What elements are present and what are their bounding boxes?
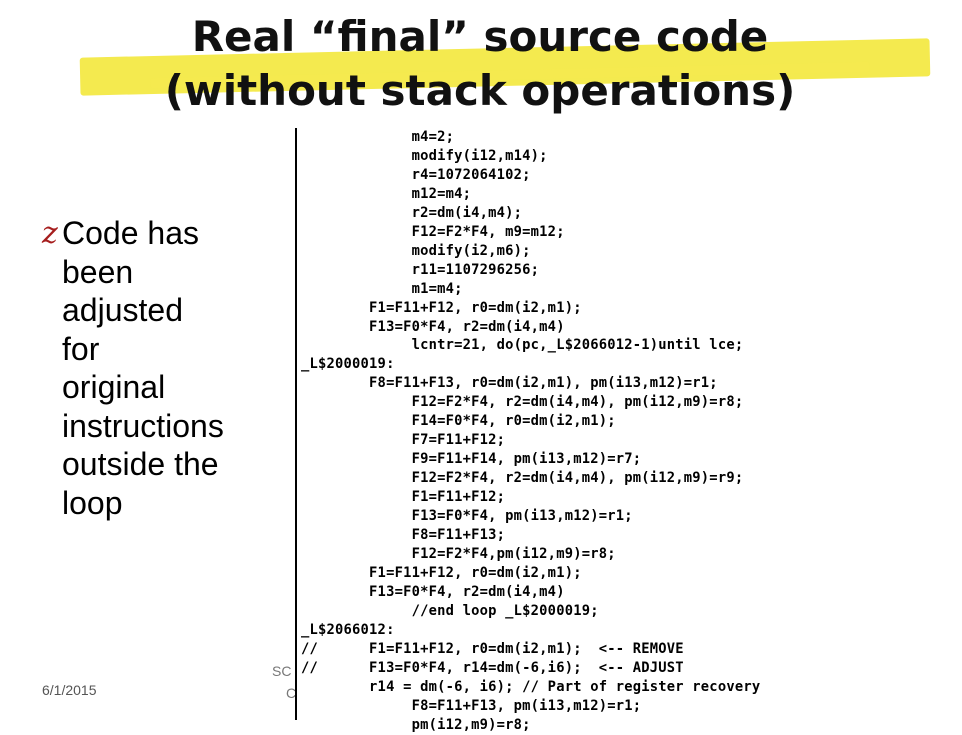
slide-title-line2: (without stack operations) [164,66,796,115]
code-line: m12=m4; [301,185,472,202]
code-line: F8=F11+F13, r0=dm(i2,m1), pm(i13,m12)=r1… [301,375,718,392]
code-screenshot-panel: m4=2; modify(i12,m14); r4=1072064102; m1… [295,128,962,733]
code-line: F8=F11+F13; [301,527,506,544]
code-line: F12=F2*F4, r2=dm(i4,m4), pm(i12,m9)=r9; [301,470,744,487]
code-line: r2=dm(i4,m4); [301,204,523,221]
code-line: r4=1072064102; [301,166,531,183]
footer-date: 6/1/2015 [42,682,97,698]
footer-fragment-line2: C [286,685,297,701]
bullet-text-line: for [62,330,100,367]
code-line: F7=F11+F12; [301,432,506,449]
code-line: r11=1107296256; [301,261,540,278]
z-bullet-icon: z [42,216,58,251]
code-line: //end loop _L$2000019; [301,602,599,619]
code-line: F12=F2*F4, r2=dm(i4,m4), pm(i12,m9)=r8; [301,394,744,411]
bullet-text-line: loop [62,484,123,521]
code-line: F12=F2*F4,pm(i12,m9)=r8; [301,545,616,562]
code-line: F13=F0*F4, r2=dm(i4,m4) [301,318,565,335]
code-line: m4=2; [301,129,455,145]
slide-title-line1: Real “final” source code [191,12,769,61]
code-line: pm(i12,m9)=r8; [301,716,531,733]
bullet-text-line: adjusted [62,292,183,328]
code-line: m1=m4; [301,280,463,297]
code-line: F14=F0*F4, r0=dm(i2,m1); [301,413,616,430]
slide-title: Real “final” source code (without stack … [0,10,960,118]
title-area: Real “final” source code (without stack … [0,0,960,135]
code-line: // F13=F0*F4, r14=dm(-6,i6); <-- ADJUST [301,659,684,676]
bullet-text-line: original [62,369,166,405]
code-line: F12=F2*F4, m9=m12; [301,223,565,240]
code-line: F9=F11+F14, pm(i13,m12)=r7; [301,451,642,468]
code-line: F8=F11+F13, pm(i13,m12)=r1; [301,697,642,714]
code-line: lcntr=21, do(pc,_L$2066012-1)until lce; [301,337,744,354]
bullet-text-line: outside the [62,446,219,482]
footer-text-fragment: SC C [272,660,296,704]
code-line: F1=F11+F12; [301,489,506,506]
bullet-text-line: Code has [62,215,199,251]
code-line: // F1=F11+F12, r0=dm(i2,m1); <-- REMOVE [301,640,684,657]
footer-fragment-line1: SC [272,663,292,679]
bullet-text-line: instructions [62,407,224,444]
code-line: _L$2066012: [301,621,395,638]
code-line: F1=F11+F12, r0=dm(i2,m1); [301,299,582,316]
code-line: modify(i2,m6); [301,242,531,259]
code-line: _L$2000019: [301,356,395,373]
bullet-text-line: been [62,253,134,290]
code-line: F13=F0*F4, r2=dm(i4,m4) [301,583,565,600]
code-line: modify(i12,m14); [301,147,548,164]
code-line: F1=F11+F12, r0=dm(i2,m1); [301,564,582,581]
code-line: r14 = dm(-6, i6); // Part of register re… [301,678,761,695]
code-line: F13=F0*F4, pm(i13,m12)=r1; [301,508,633,525]
